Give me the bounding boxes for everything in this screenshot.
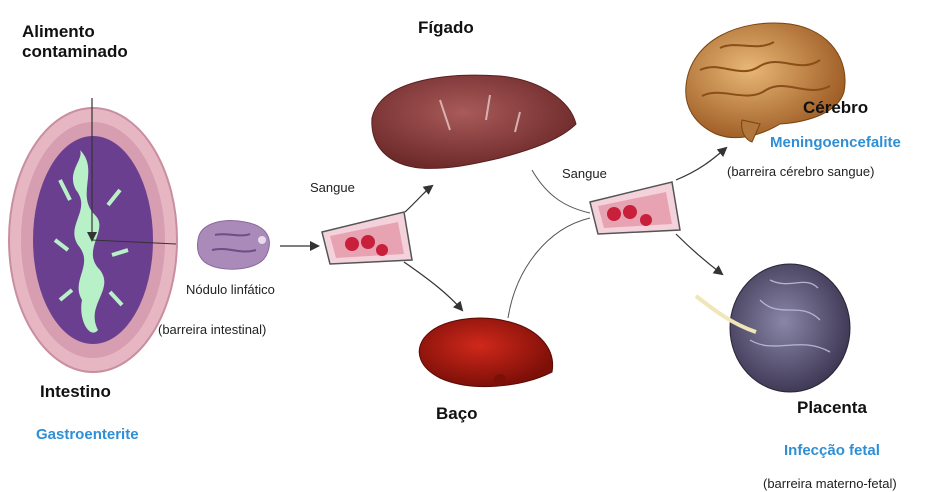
placenta-image — [696, 264, 850, 392]
liver-label: Fígado — [418, 18, 474, 38]
placenta-label: Placenta — [797, 398, 867, 418]
food-label: Alimento contaminado — [22, 22, 128, 62]
brain-barrier-label: (barreira cérebro sangue) — [727, 164, 874, 179]
lymph-node-label: Nódulo linfático — [186, 282, 275, 297]
curve-spleen-to-blood — [508, 218, 590, 318]
arrow-blood-to-placenta — [676, 234, 722, 274]
liver-image — [372, 75, 576, 168]
intestine-label: Intestino — [40, 382, 111, 402]
spleen-image — [419, 318, 552, 386]
arrow-blood-to-brain — [676, 148, 726, 180]
intestine-disease-label: Gastroenterite — [36, 426, 139, 443]
brain-disease-label: Meningoencefalite — [770, 134, 901, 151]
blood-vessel-right — [590, 182, 680, 234]
spleen-label: Baço — [436, 404, 478, 424]
intestinal-barrier-label: (barreira intestinal) — [158, 322, 266, 337]
lymph-node-image — [198, 221, 270, 270]
blood-label-right: Sangue — [562, 166, 607, 181]
blood-label-left: Sangue — [310, 180, 355, 195]
brain-label: Cérebro — [803, 98, 868, 118]
placenta-disease-label: Infecção fetal — [784, 442, 880, 459]
arrow-blood-to-spleen — [404, 262, 462, 310]
blood-vessel-left — [322, 212, 412, 264]
brain-image — [686, 23, 845, 142]
arrow-blood-to-liver — [405, 186, 432, 212]
placenta-barrier-label: (barreira materno-fetal) — [763, 476, 897, 491]
